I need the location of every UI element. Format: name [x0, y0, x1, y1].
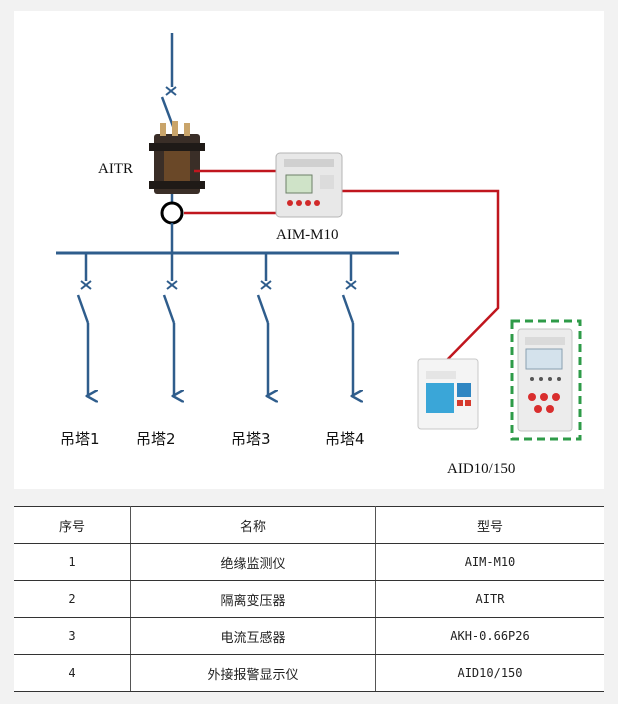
table-row: 1 绝缘监测仪 AIM-M10: [14, 543, 604, 581]
feeder-1: [76, 253, 91, 396]
display-label: AID10/150: [447, 461, 515, 477]
table-row: 2 隔离变压器 AITR: [14, 580, 604, 618]
feeder-label-1: 吊塔1: [60, 430, 100, 448]
row-index: 4: [14, 654, 131, 692]
alarm-display-panel-icon: [417, 358, 479, 430]
row-model: AIM-M10: [375, 543, 604, 581]
isolation-transformer-icon: [149, 121, 205, 194]
feeder-2: [162, 253, 177, 396]
monitor-label: AIM-M10: [276, 227, 339, 243]
bus-comm-line: [339, 189, 500, 362]
row-model: AKH-0.66P26: [375, 617, 604, 655]
incoming-breaker-cross-b: [165, 86, 177, 96]
header-model: 型号: [375, 506, 604, 544]
transformer-label: AITR: [98, 161, 133, 177]
row-model: AITR: [375, 580, 604, 618]
row-name: 隔离变压器: [130, 580, 376, 618]
feeder-label-2: 吊塔2: [136, 430, 176, 448]
feeder-label-3: 吊塔3: [231, 430, 271, 448]
wiring-diagram-svg: AITR AIM-M10: [56, 33, 582, 477]
row-index: 3: [14, 617, 131, 655]
header-name: 名称: [130, 506, 376, 544]
current-transformer-icon: [160, 201, 184, 225]
row-model: AID10/150: [375, 654, 604, 692]
table-row: 4 外接报警显示仪 AID10/150: [14, 654, 604, 692]
component-table: 序号 名称 型号 1 绝缘监测仪 AIM-M10 2 隔离变压器 AITR 3 …: [14, 506, 604, 692]
header-index: 序号: [14, 506, 131, 544]
row-name: 电流互感器: [130, 617, 376, 655]
feeder-label-4: 吊塔4: [325, 430, 365, 448]
alarm-display-unit-icon: [510, 319, 582, 441]
row-index: 2: [14, 580, 131, 618]
feeder-3: [256, 253, 271, 396]
insulation-monitor-icon: [275, 152, 343, 218]
wiring-diagram: AITR AIM-M10: [14, 11, 604, 489]
row-index: 1: [14, 543, 131, 581]
row-name: 绝缘监测仪: [130, 543, 376, 581]
feeder-4: [341, 253, 356, 396]
table-row: 3 电流互感器 AKH-0.66P26: [14, 617, 604, 655]
row-name: 外接报警显示仪: [130, 654, 376, 692]
table-header-row: 序号 名称 型号: [14, 506, 604, 544]
